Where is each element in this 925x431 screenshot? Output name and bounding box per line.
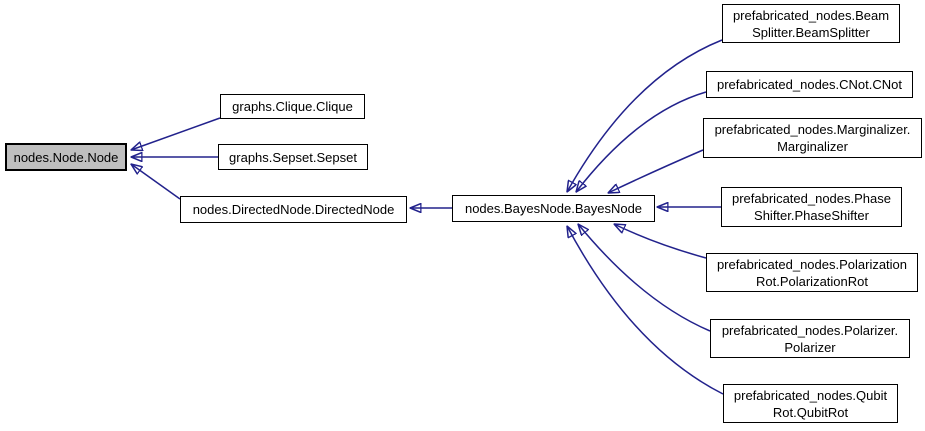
node-prefabricated-nodes-Polarizer[interactable]: prefabricated_nodes.Polarizer. Polarizer	[710, 319, 910, 358]
edge-qubitrot-bayesnode	[567, 226, 724, 395]
node-label: prefabricated_nodes.Marginalizer. Margin…	[714, 122, 911, 154]
node-label: graphs.Clique.Clique	[232, 99, 353, 114]
node-nodes-Node-Node: nodes.Node.Node	[5, 143, 127, 171]
node-label: graphs.Sepset.Sepset	[229, 149, 357, 165]
node-label: prefabricated_nodes.Phase Shifter.PhaseS…	[731, 191, 891, 223]
edge-clique-node	[131, 117, 221, 150]
node-label: prefabricated_nodes.Polarizer. Polarizer	[721, 322, 899, 355]
node-label: prefabricated_nodes.CNot.CNot	[717, 77, 902, 92]
node-prefabricated-nodes-CNot[interactable]: prefabricated_nodes.CNot.CNot	[706, 71, 913, 98]
node-nodes-DirectedNode-DirectedNode[interactable]: nodes.DirectedNode.DirectedNode	[180, 196, 407, 223]
edge-cnot-bayesnode	[576, 91, 707, 192]
node-label: nodes.BayesNode.BayesNode	[464, 201, 643, 216]
node-prefabricated-nodes-BeamSplitter[interactable]: prefabricated_nodes.Beam Splitter.BeamSp…	[722, 4, 900, 43]
node-label: nodes.DirectedNode.DirectedNode	[192, 202, 395, 217]
edge-marginalizer-bayesnode	[608, 149, 704, 193]
node-prefabricated-nodes-PhaseShifter[interactable]: prefabricated_nodes.Phase Shifter.PhaseS…	[721, 187, 902, 227]
node-graphs-Clique-Clique[interactable]: graphs.Clique.Clique	[220, 94, 365, 119]
node-label: prefabricated_nodes.Polarization Rot.Pol…	[716, 256, 908, 289]
node-label: nodes.Node.Node	[13, 149, 119, 165]
node-prefabricated-nodes-Marginalizer[interactable]: prefabricated_nodes.Marginalizer. Margin…	[703, 118, 922, 158]
edge-polarizationrot-bayesnode	[614, 224, 707, 259]
edge-polarizer-bayesnode	[578, 224, 711, 332]
edge-beamsplitter-bayesnode	[567, 39, 723, 192]
edge-directednode-node	[131, 164, 181, 200]
node-graphs-Sepset-Sepset[interactable]: graphs.Sepset.Sepset	[218, 144, 368, 170]
node-prefabricated-nodes-QubitRot[interactable]: prefabricated_nodes.Qubit Rot.QubitRot	[723, 384, 898, 423]
node-label: prefabricated_nodes.Beam Splitter.BeamSp…	[732, 7, 890, 40]
node-prefabricated-nodes-PolarizationRot[interactable]: prefabricated_nodes.Polarization Rot.Pol…	[706, 253, 918, 292]
node-label: prefabricated_nodes.Qubit Rot.QubitRot	[733, 387, 888, 420]
node-nodes-BayesNode-BayesNode[interactable]: nodes.BayesNode.BayesNode	[452, 195, 655, 222]
